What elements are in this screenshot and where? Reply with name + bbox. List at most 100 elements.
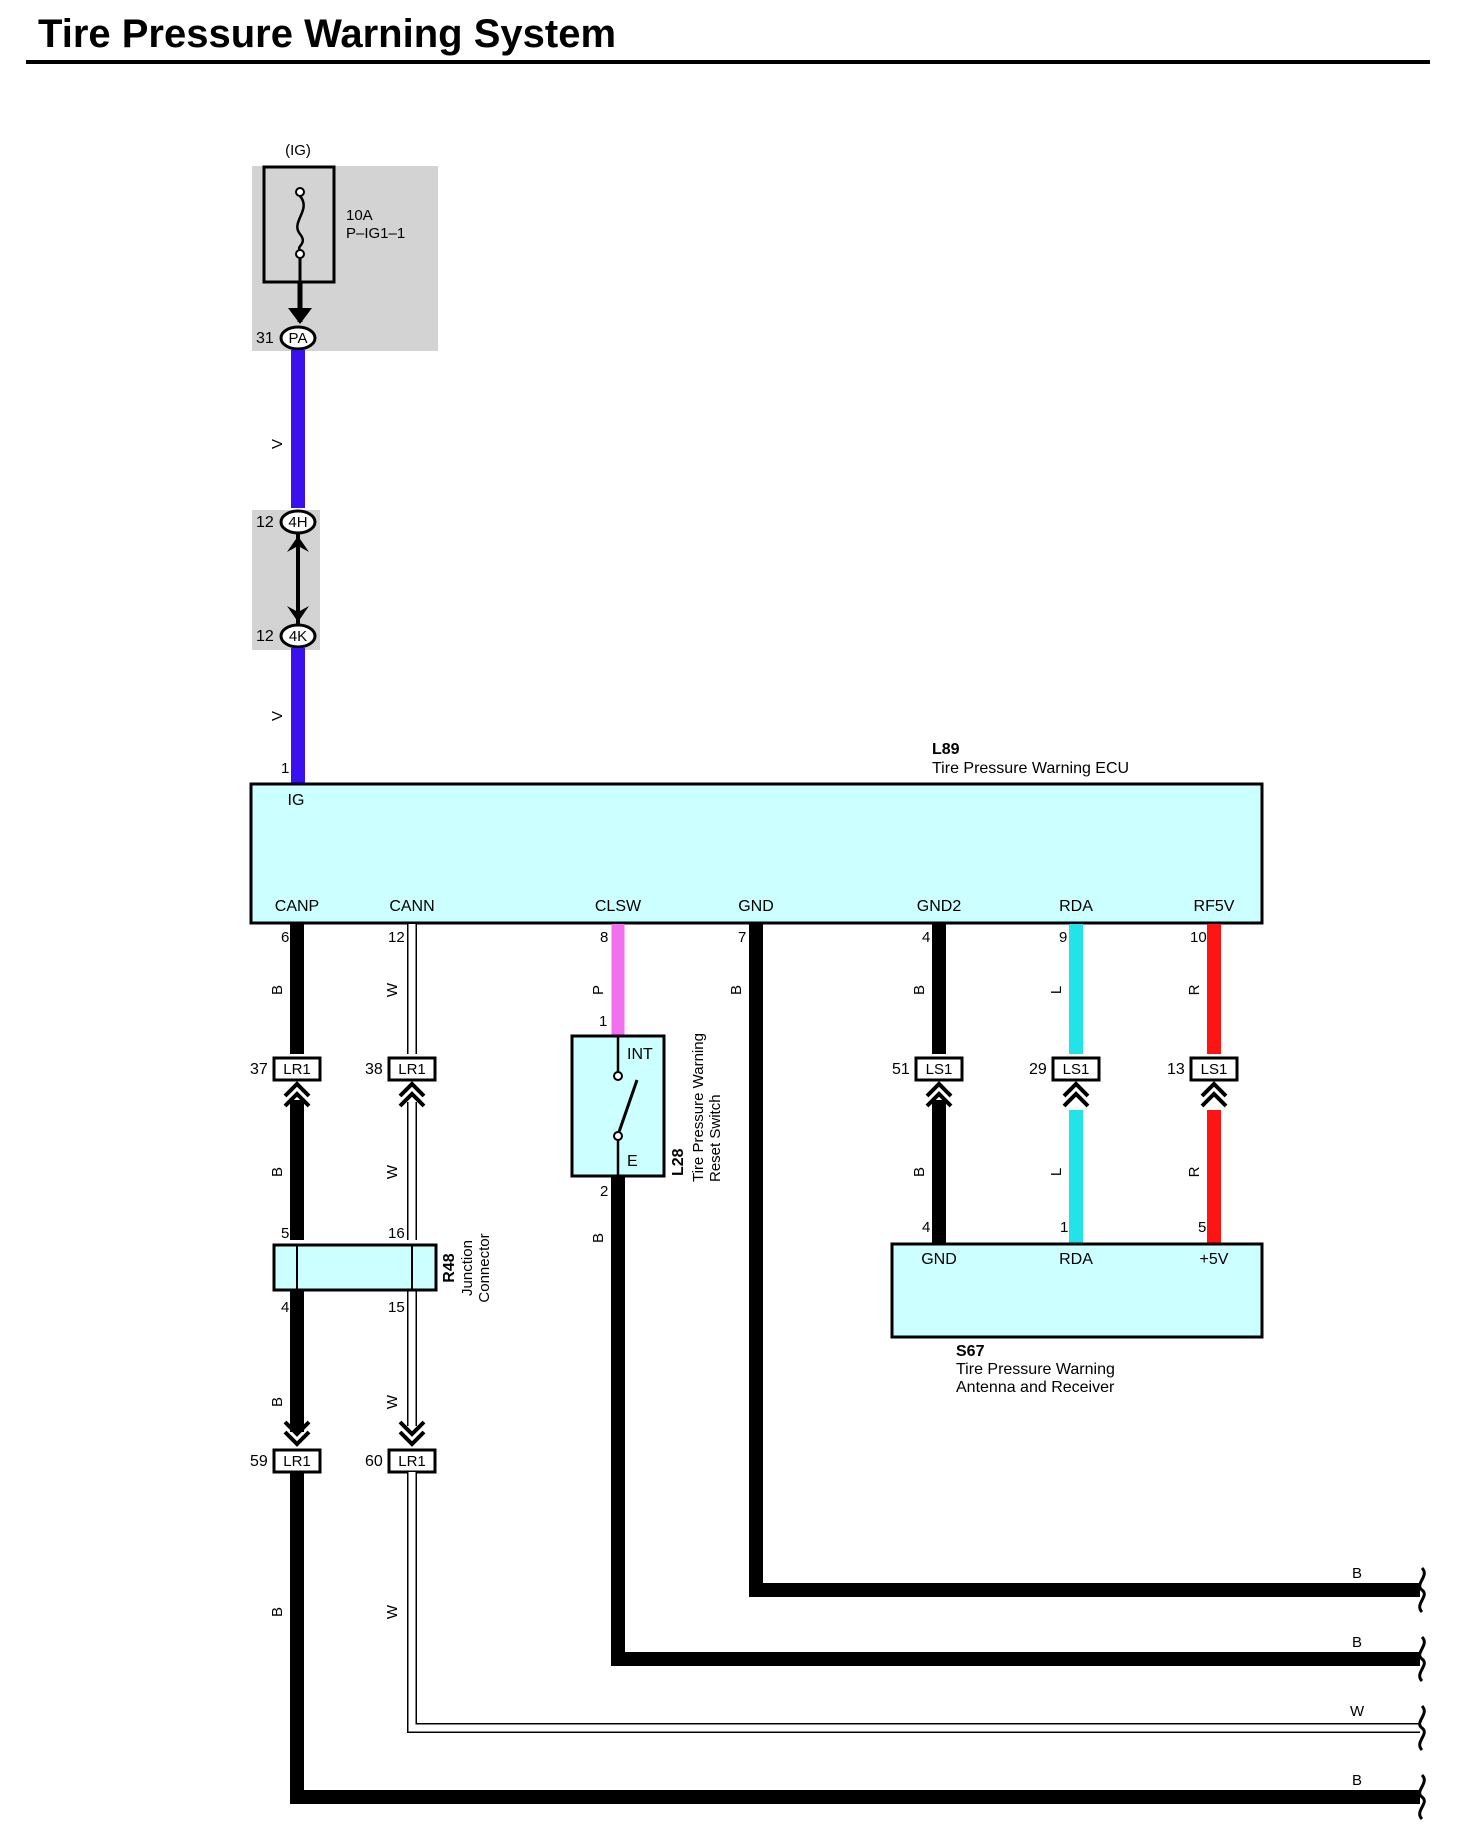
ecu-terminal-cann: CANN [389,898,434,915]
connector-4h-4k: 4H 12 4K 12 [252,509,320,650]
link-arrow-down-icon [287,606,309,622]
pa-arrow-icon [288,308,312,324]
switch-name-line1: Tire Pressure Warning [690,1033,707,1182]
connector-lr1-60-pin: 60 [365,1453,383,1470]
page-title: Tire Pressure Warning System [38,12,617,56]
switch-int-label: INT [627,1046,653,1063]
junction-ref: R48 [441,1253,458,1282]
fuse-rating: 10A [346,207,373,224]
receiver-terminal-rda: RDA [1059,1251,1093,1268]
receiver-ref: S67 [956,1343,985,1360]
chevron-down-icon [398,1420,426,1447]
ecu-pin-gnd: 7 [738,929,746,946]
chevron-up-icon [398,1081,426,1108]
switch-ground-wire [611,1177,1420,1666]
connector-4h-code: 4H [288,514,307,531]
connector-4h [279,509,317,535]
wire-code-gnd: B [728,985,745,995]
receiver-s67: 4 1 5 GND RDA +5V S67 Tire Pressure Warn… [890,1219,1264,1396]
wire-break-icon [1418,1635,1426,1683]
wire-break-icon [1418,1566,1426,1614]
connector-lr1-59-code: LR1 [283,1453,311,1470]
junction-body [272,1243,438,1292]
connector-ls1-51-code: LS1 [926,1061,953,1078]
connector-pa-code: PA [289,330,308,347]
connector-ls1-13 [1189,1056,1239,1082]
wire-break-icon [1418,1704,1426,1752]
connector-4k-pin: 12 [256,628,274,645]
wire-code-rda-1: L [1048,986,1065,994]
receiver-name-line2: Antenna and Receiver [956,1379,1115,1396]
title-divider [26,60,1430,64]
wire-code-canp-2: B [269,1167,286,1177]
wire-code-gnd2-2: B [911,1167,928,1177]
rda-wire: L LS1 29 L [1029,924,1101,1244]
switch-pin-bottom: 2 [600,1183,608,1200]
wire-code-out-1: B [1352,1565,1362,1582]
clsw-wire: P 1 [590,924,625,1036]
link-arrow-up-icon [287,536,309,552]
wire-code-cann-3: W [384,1394,401,1409]
ecu-l89: L89 Tire Pressure Warning ECU 1 IG CANP … [249,741,1264,946]
fuse-icon [295,187,305,282]
wire-code-out-2: B [1352,1634,1362,1651]
cann-fill-4 [408,1472,1420,1732]
ecu-terminal-gnd: GND [738,898,774,915]
receiver-name-line1: Tire Pressure Warning [956,1361,1115,1378]
fuse-block-shading [252,166,438,351]
receiver-pin-rda: 1 [1060,1219,1068,1236]
wire-break-icon [1418,1773,1426,1821]
wire-code-clsw-top: P [590,985,607,995]
ecu-body [249,782,1264,925]
connector-lr1-59-pin: 59 [250,1453,268,1470]
gnd-wire-path [749,924,1420,1597]
ecu-ig-terminal: IG [288,792,305,809]
gnd-wire: B [728,924,1420,1597]
connector-lr1-38-pin: 38 [365,1061,383,1078]
junction-pin-tl: 5 [281,1225,289,1242]
wire-code-rf5v-2: R [1186,1166,1203,1177]
receiver-terminal-5v: +5V [1200,1251,1229,1268]
wire-code-clsw-bottom: B [590,1233,607,1243]
connector-lr1-37-code: LR1 [283,1061,311,1078]
wire-code-ig-lower: V [269,711,286,721]
ecu-ref: L89 [932,741,960,758]
wire-code-cann-4: W [384,1604,401,1619]
connector-lr1-60-code: LR1 [398,1453,426,1470]
cann-outline-4 [407,1472,1420,1733]
wire-code-out-4: B [1352,1772,1362,1789]
wire-code-ig-upper: V [269,439,286,449]
wire-code-canp-3: B [269,1397,286,1407]
connector-lr1-37 [272,1056,322,1082]
ecu-name: Tire Pressure Warning ECU [932,760,1129,777]
receiver-body [890,1242,1264,1339]
connector-ls1-29 [1051,1056,1101,1082]
ecu-pin-gnd2: 4 [922,929,930,946]
switch-contact-icon [613,1036,639,1176]
wire-code-cann-2: W [384,1164,401,1179]
connector-ls1-13-pin: 13 [1167,1061,1185,1078]
cann-wire: W LR1 38 W W LR1 60 W [365,924,1420,1733]
gnd2-wire: B LS1 51 B [892,924,964,1244]
ecu-terminal-rf5v: RF5V [1194,898,1235,915]
wire-code-gnd2-1: B [911,985,928,995]
ecu-pin-clsw: 8 [600,929,608,946]
connector-lr1-38 [387,1056,437,1082]
ecu-terminal-gnd2: GND2 [917,898,962,915]
junction-connector-r48: 5 16 4 15 R48 Junction Connector [272,1225,493,1316]
wire-code-rf5v-1: R [1186,984,1203,995]
ecu-terminal-clsw: CLSW [595,898,642,915]
canp-segment-4 [290,1472,1420,1804]
connector-pa [279,325,317,351]
chevron-up-icon [283,1081,311,1108]
connector-ls1-51-pin: 51 [892,1061,910,1078]
chevron-up-icon [1200,1081,1228,1108]
chevron-down-icon [283,1420,311,1447]
wire-code-cann-1: W [384,982,401,997]
chevron-up-icon [925,1081,953,1108]
junction-pin-br: 15 [388,1299,405,1316]
connector-ls1-13-code: LS1 [1201,1061,1228,1078]
ecu-pin-rda: 9 [1059,929,1067,946]
fuse-block: (IG) 10A P–IG1–1 PA 31 [252,142,438,351]
